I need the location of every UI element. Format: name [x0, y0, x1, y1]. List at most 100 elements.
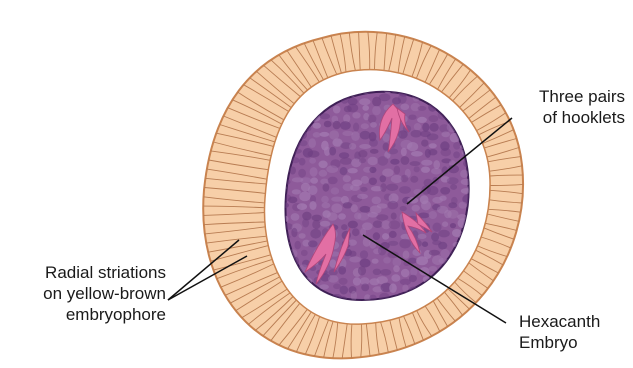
embryo-cell [360, 131, 371, 140]
embryo-cell [382, 233, 389, 240]
embryo-cell [351, 131, 360, 141]
embryo-cell [412, 205, 420, 212]
embryo-cell [359, 158, 366, 163]
embryo-cell [347, 104, 358, 113]
embryo-cell [410, 176, 418, 183]
embryo-cell [372, 259, 379, 264]
embryo-cell [414, 166, 420, 172]
embryo-cell [358, 266, 366, 275]
embryo-cell [391, 274, 400, 281]
embryo-cell [340, 167, 348, 175]
embryo-cell [313, 123, 321, 129]
embryo-cell [340, 157, 352, 164]
embryo-cell [429, 211, 437, 219]
embryo-cell [291, 228, 297, 238]
embryo-cell [421, 167, 430, 173]
embryo-cell [333, 106, 341, 114]
embryo-cell [442, 221, 448, 227]
embryo-cell [333, 284, 341, 290]
embryo-cell [340, 121, 351, 130]
embryo-cell [320, 221, 331, 227]
embryo-cell [369, 167, 376, 173]
embryo-cell [351, 204, 358, 212]
label-embryo-line1: Hexacanth [519, 311, 629, 332]
label-striations: Radial striations on yellow-brown embryo… [4, 262, 166, 325]
embryo-cell [408, 115, 416, 120]
embryo-cell [433, 223, 442, 232]
embryo-cell [352, 228, 359, 236]
embryo-cell [373, 232, 380, 240]
embryo-cell [453, 142, 460, 150]
embryo-cell [372, 197, 381, 205]
embryo-cell [447, 177, 459, 184]
label-striations-line1: Radial striations [4, 262, 166, 283]
embryo-cell [319, 161, 328, 169]
embryo-cell [349, 143, 356, 150]
embryo-cell [428, 149, 437, 155]
embryo-cell [460, 170, 468, 178]
embryo-cell [368, 115, 377, 124]
embryo-cell [422, 241, 428, 247]
embryo-cell [450, 184, 457, 190]
embryo-cell [418, 106, 427, 111]
embryo-cell [369, 178, 377, 186]
embryo-cell [387, 201, 398, 210]
label-striations-line3: embryophore [4, 304, 166, 325]
embryo-cell [333, 121, 341, 130]
embryo-cell [394, 166, 400, 175]
embryo-cell [416, 256, 428, 265]
embryo-cell [429, 250, 440, 256]
embryo-cell [453, 151, 460, 158]
embryo-cell [302, 219, 309, 228]
embryo-cell [360, 250, 368, 259]
embryo-cell [291, 213, 300, 221]
embryo-cell [297, 203, 307, 210]
embryo-cell [338, 266, 346, 275]
embryo-cell [411, 151, 423, 157]
embryo-cell [393, 265, 400, 272]
embryo-cell [441, 148, 452, 156]
embryo-cell [329, 147, 336, 156]
embryo-cell [348, 168, 358, 173]
embryo-cell [341, 224, 347, 230]
embryo-cell [377, 156, 388, 166]
embryo-cell [349, 256, 361, 262]
embryo-cell [409, 275, 417, 282]
embryo-cell [390, 159, 399, 165]
embryo-cell [459, 202, 468, 209]
embryo-cell [379, 94, 391, 102]
embryo-cell [427, 133, 439, 140]
label-hooklets-line1: Three pairs [500, 86, 625, 107]
embryo-cell [427, 186, 438, 195]
embryo-cell [431, 168, 441, 175]
embryo-cell [370, 122, 377, 128]
embryo-cell [295, 241, 301, 250]
embryo-cell [421, 200, 431, 210]
embryo-cell [327, 212, 338, 221]
embryo-cell [417, 117, 427, 123]
embryo-cell [310, 167, 318, 177]
embryo-cell [298, 169, 306, 178]
embryo-cell [403, 251, 410, 259]
embryo-cell [308, 240, 318, 247]
embryo-cell [322, 202, 331, 208]
embryo-cell [326, 165, 338, 173]
label-embryo-line2: Embryo [519, 332, 629, 353]
embryo-cell [407, 142, 418, 151]
embryo-cell [388, 241, 398, 246]
embryo-cell [320, 132, 330, 137]
embryo-cell [429, 266, 437, 271]
embryo-cell [320, 113, 331, 119]
embryo-cell [328, 269, 337, 276]
embryo-cell [319, 170, 328, 177]
embryo-cell [350, 185, 360, 191]
embryo-cell [308, 138, 316, 148]
embryo-cell [312, 220, 320, 229]
embryo-cell [299, 233, 306, 239]
embryo-cell [383, 257, 391, 263]
label-hooklets: Three pairs of hooklets [500, 86, 625, 128]
embryo-cell [429, 143, 437, 148]
embryo-cell [329, 130, 339, 139]
embryo-cell [310, 229, 321, 239]
embryo-cell [429, 115, 439, 122]
